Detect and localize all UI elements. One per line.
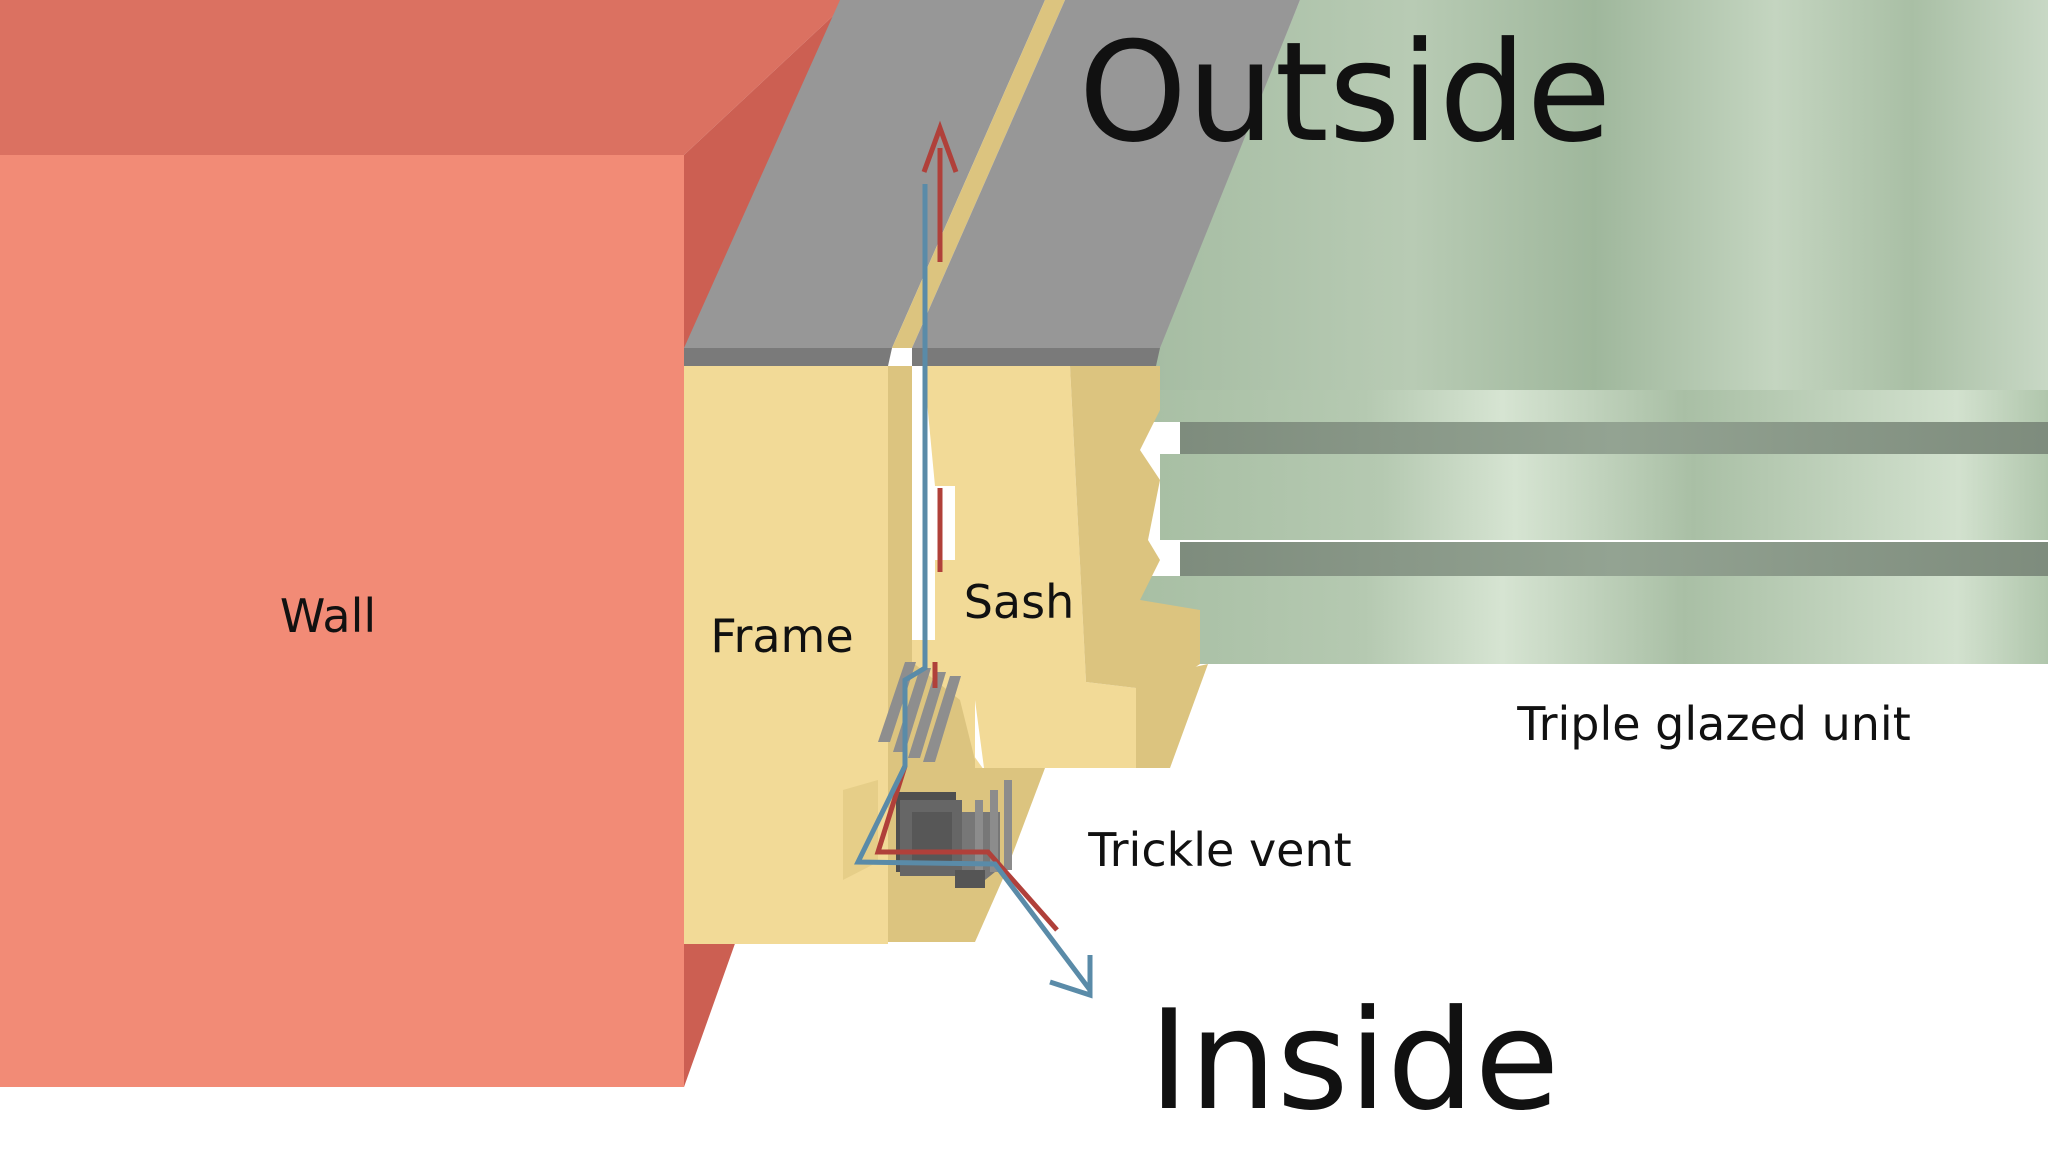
seal-fin <box>908 672 946 758</box>
vent-lip <box>955 870 985 888</box>
warm-air-path <box>874 765 1059 932</box>
glass-spacer-2 <box>1180 542 2048 576</box>
wall-label: Wall <box>280 589 376 643</box>
inside-label: Inside <box>1149 980 1560 1141</box>
frame-cap-edge <box>684 348 892 366</box>
glass-spacer-1 <box>1180 420 2048 454</box>
vent-fin <box>975 800 983 880</box>
airflow <box>854 120 1093 999</box>
glazing-label: Triple glazed unit <box>1516 697 1911 751</box>
outside-label: Outside <box>1079 12 1612 173</box>
glass-pane-2 <box>1160 454 2048 540</box>
vent-channel <box>843 780 878 880</box>
triple-glazed-unit <box>1138 0 2048 664</box>
cladding-caps <box>684 0 1300 366</box>
wall-top <box>0 0 850 155</box>
sash-label: Sash <box>964 575 1075 629</box>
cap-gap-strip <box>892 0 1065 348</box>
trickle-vent-label: Trickle vent <box>1087 823 1351 877</box>
sash <box>924 366 1208 768</box>
cool-air-arrowhead <box>1049 955 1093 999</box>
glass-pane-3 <box>1138 576 2048 664</box>
warm-air-arrowhead <box>921 120 959 173</box>
cool-air-path <box>854 184 1092 992</box>
glazing-top-surface <box>1140 0 2048 390</box>
sash-side <box>1070 366 1200 768</box>
wall-face <box>0 155 684 1087</box>
frame-cap-top <box>684 0 1045 348</box>
frame-label: Frame <box>710 609 853 663</box>
sash-bottom-side <box>1136 664 1208 768</box>
sash-face <box>924 366 1136 768</box>
sash-cap-edge <box>912 348 1160 366</box>
seal-fin <box>923 676 961 762</box>
vent-fin <box>990 790 998 872</box>
vent-fin <box>1004 780 1012 870</box>
sash-cap-top <box>912 0 1300 348</box>
glass-pane-1 <box>1138 390 2048 422</box>
